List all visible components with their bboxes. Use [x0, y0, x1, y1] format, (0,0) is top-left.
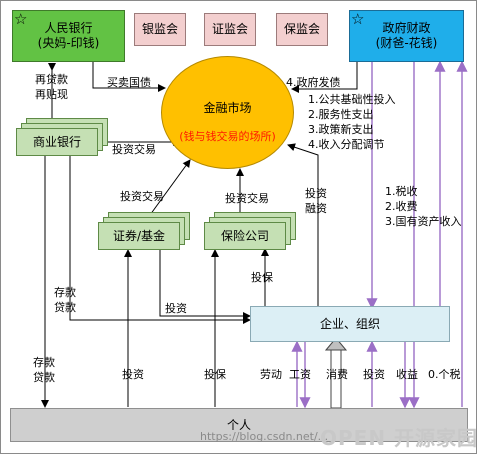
- sec-invest-label: 投资交易: [120, 190, 164, 203]
- individual-label: 个人: [226, 417, 251, 432]
- brand-watermark: OPEN 开源家园: [320, 426, 477, 450]
- market-subtitle: (钱与钱交易的场所): [179, 130, 276, 143]
- enterprise-box: 企业、组织: [250, 306, 450, 342]
- bonds-label: 买卖国债: [107, 76, 151, 89]
- csrc-box: 证监会: [204, 13, 256, 46]
- arrow-sec-market: [142, 159, 191, 224]
- circ-box: 保监会: [276, 13, 328, 46]
- arrow-pboc-market: [89, 55, 166, 92]
- securities-box: 证券/基金: [98, 222, 180, 250]
- gov-name: 政府财政: [382, 21, 431, 35]
- cbrc-label: 银监会: [141, 22, 178, 36]
- rediscount-label: 再贷款 再贴现: [35, 73, 68, 101]
- securities-label: 证券/基金: [112, 228, 166, 243]
- ind-invest-label: 投资: [122, 368, 144, 381]
- pboc-star-icon: ☆: [14, 10, 28, 28]
- individual-box: 个人: [10, 408, 468, 442]
- arrow-ent-market: [287, 143, 322, 315]
- gov-issue-label: 4.政府发债: [286, 76, 341, 89]
- tax-label: 0.个税: [428, 368, 461, 381]
- pboc-box: 人民银行 (央妈-印钱): [12, 10, 125, 62]
- gov-star-icon: ☆: [351, 10, 365, 28]
- arrow-sec-ent: [159, 250, 251, 320]
- arrow-bank-ent: [66, 148, 251, 324]
- gov-nickname: (财爸-花钱): [375, 36, 438, 50]
- ind-insure-label: 投保: [204, 368, 226, 381]
- gov-spending-list: 1.公共基础性投入 2.服务性支出 3.政策新支出 4.收入分配调节: [308, 93, 396, 151]
- enterprise-label: 企业、组织: [319, 316, 380, 331]
- market-title: 金融市场: [203, 101, 252, 115]
- bank-invest-label: 投资交易: [112, 143, 156, 156]
- circ-label: 保监会: [283, 22, 320, 36]
- pboc-name: 人民银行: [44, 21, 93, 35]
- consume-arrow-head: [324, 337, 348, 351]
- cbrc-box: 银监会: [134, 13, 186, 46]
- pboc-nickname: (央妈-印钱): [37, 36, 100, 50]
- csrc-label: 证监会: [211, 22, 248, 36]
- commercial-bank-label: 商业银行: [32, 134, 81, 149]
- consume-label: 消费: [326, 368, 348, 381]
- insure-ent-label: 投保: [251, 271, 273, 284]
- financial-market-circle: 金融市场 (钱与钱交易的场所): [161, 56, 294, 169]
- labor-label: 劳动: [260, 368, 282, 381]
- commercial-bank-box: 商业银行: [16, 128, 98, 156]
- deposit-loan-label-2: 存款 贷款: [33, 356, 55, 384]
- ins-invest-label: 投资交易: [225, 192, 269, 205]
- arrow-gov-market: [291, 62, 358, 93]
- ind-invest-ent-label: 投资: [363, 368, 385, 381]
- ent-finance-label: 投资 融资: [305, 187, 327, 215]
- insurance-box: 保险公司: [204, 222, 286, 250]
- gov-revenue-list: 1.税收 2.收费 3.国有资产收入: [385, 185, 462, 228]
- gov-box: 政府财政 (财爸-花钱): [349, 10, 464, 62]
- income-label: 收益: [396, 368, 418, 381]
- wage-label: 工资: [289, 368, 311, 381]
- csdn-watermark: https://blog.csdn.net/...: [200, 430, 329, 443]
- insurance-label: 保险公司: [220, 228, 269, 243]
- invest-sec-ent-label: 投资: [165, 302, 187, 315]
- deposit-loan-label-1: 存款 贷款: [54, 286, 76, 314]
